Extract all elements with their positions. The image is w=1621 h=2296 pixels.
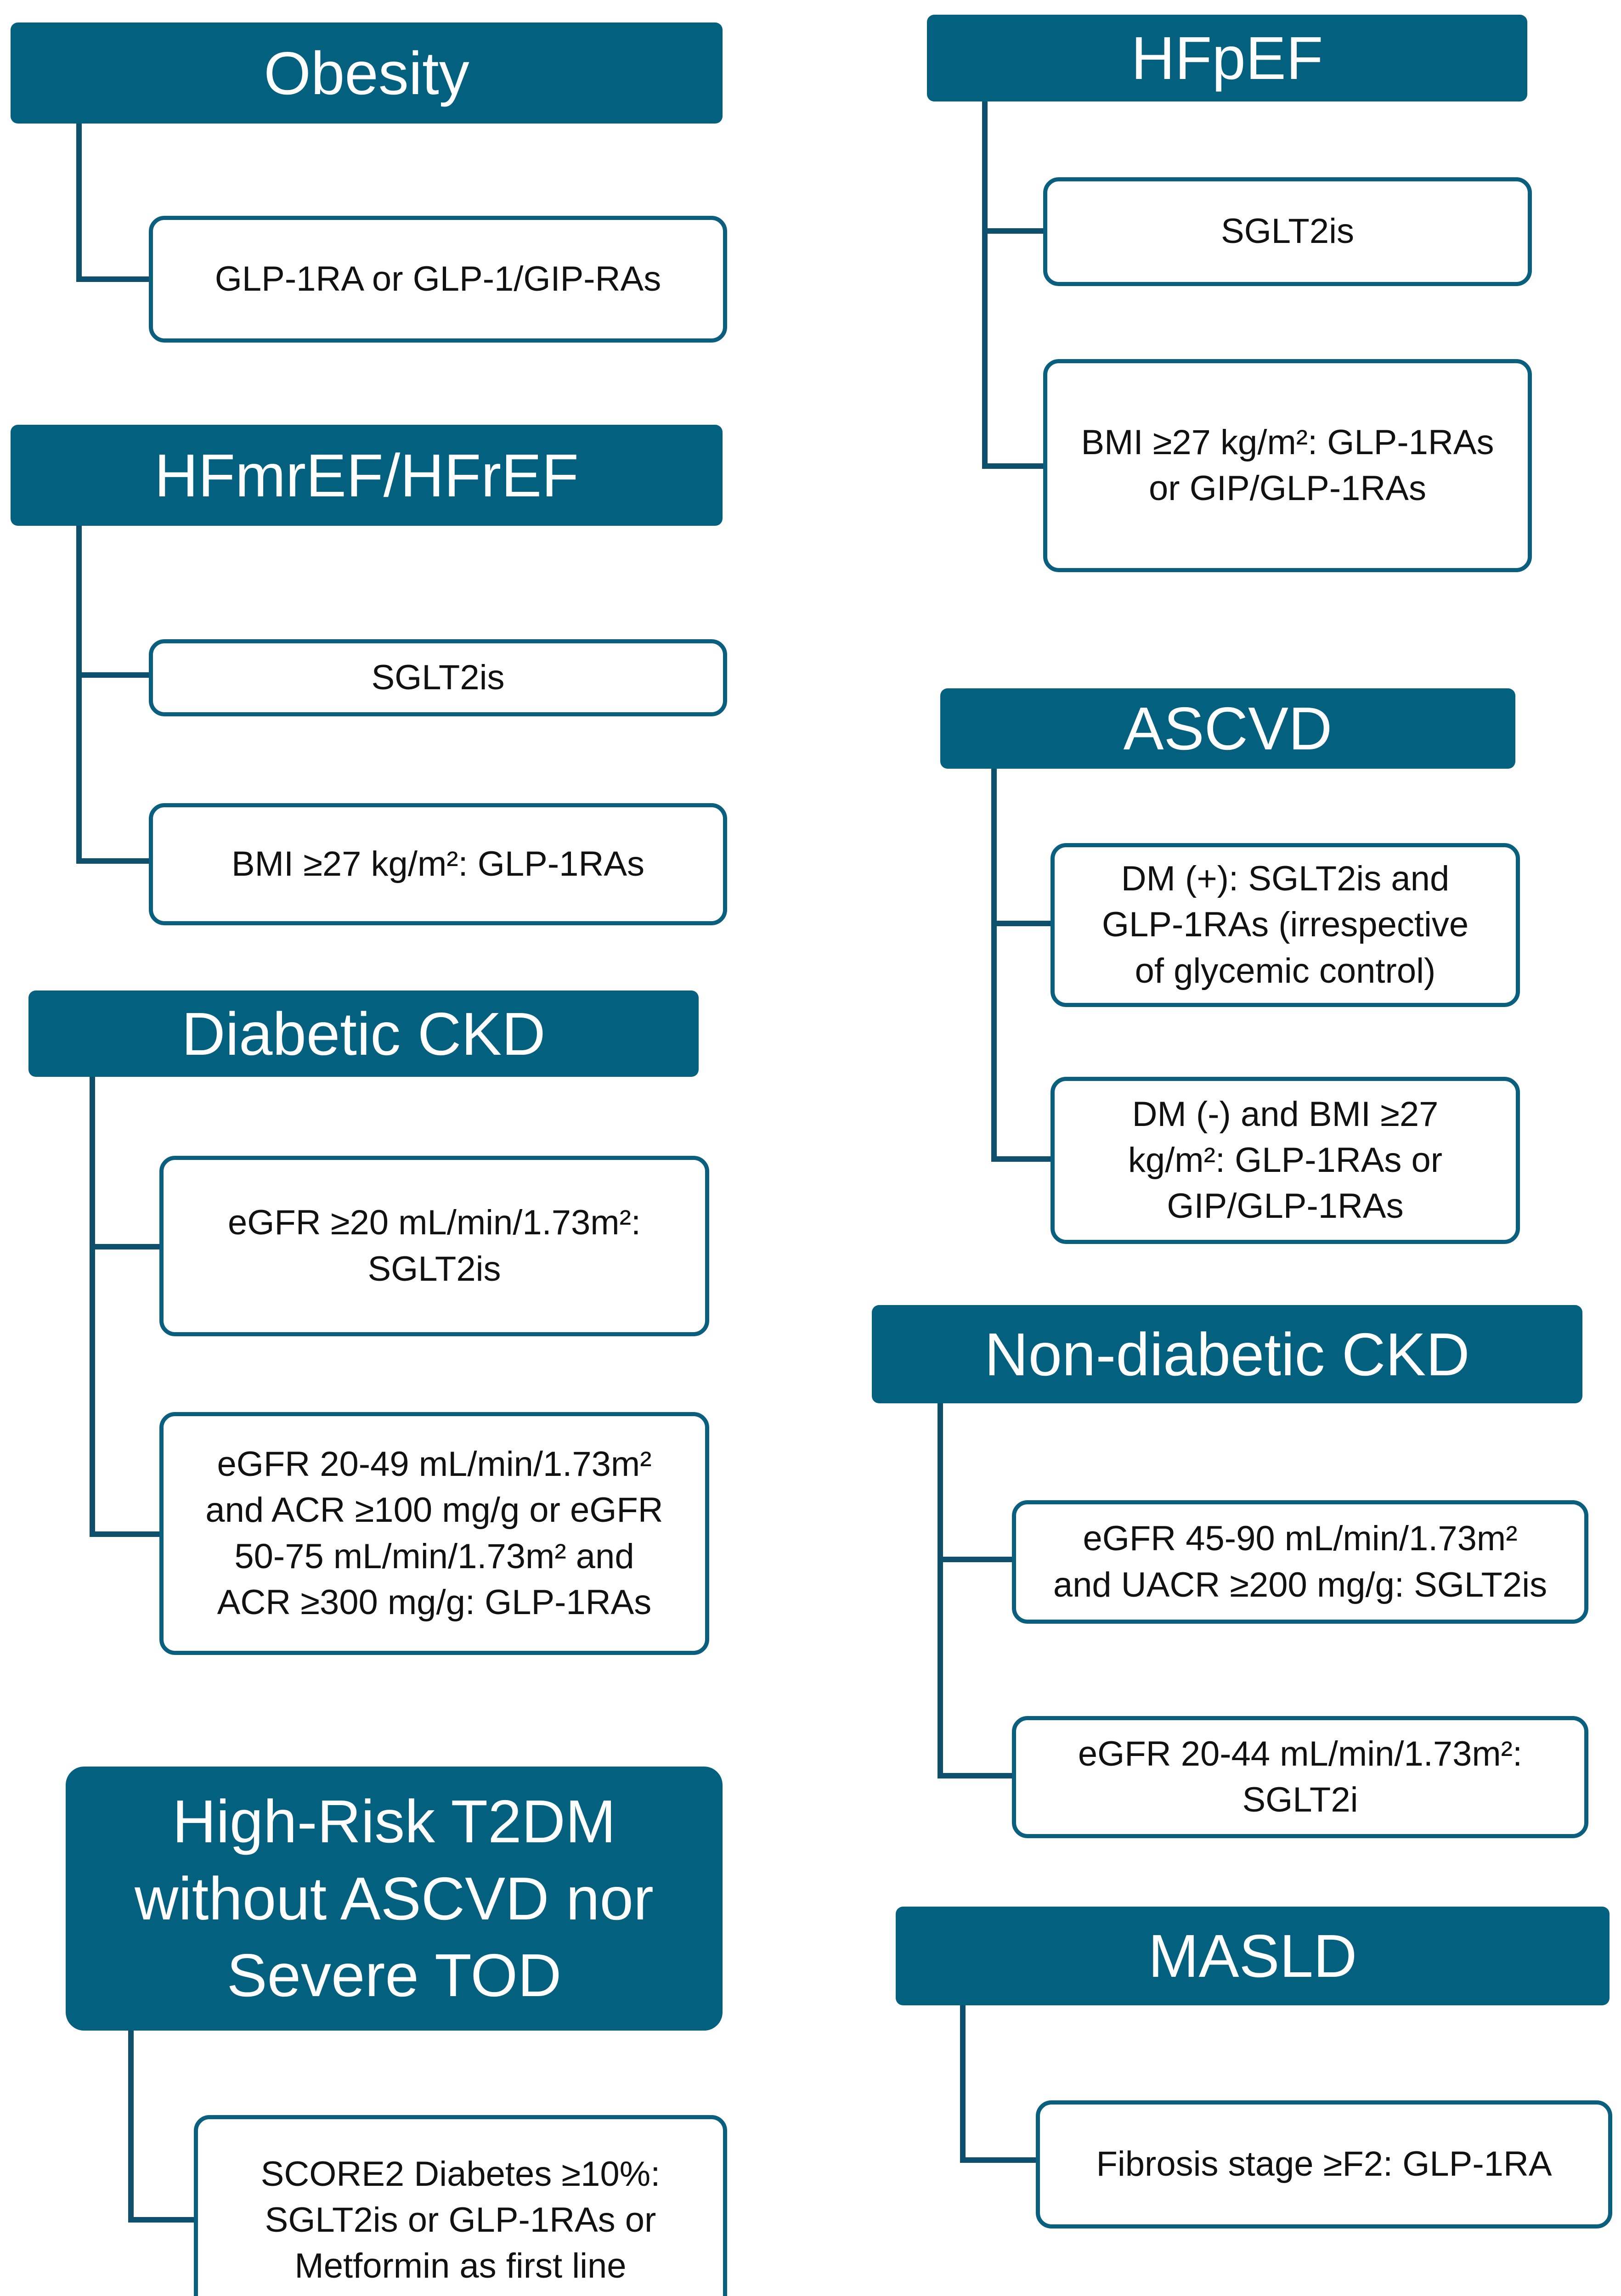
connector-line xyxy=(128,2031,134,2223)
connector-tie xyxy=(938,1557,1013,1562)
recommendation-box: eGFR 20-49 mL/min/1.73m² and ACR ≥100 mg… xyxy=(159,1412,709,1655)
connector-tie xyxy=(960,2157,1037,2163)
recommendation-box: eGFR 20-44 mL/min/1.73m²: SGLT2i xyxy=(1012,1716,1588,1838)
connector-line xyxy=(76,124,82,282)
group-header-high-risk-t2dm: High-Risk T2DM without ASCVD nor Severe … xyxy=(66,1767,723,2031)
recommendation-box: BMI ≥27 kg/m²: GLP-1RAs or GIP/GLP-1RAs xyxy=(1043,359,1532,572)
recommendation-box: GLP-1RA or GLP-1/GIP-RAs xyxy=(149,216,727,343)
connector-tie xyxy=(76,858,150,864)
recommendation-box: DM (-) and BMI ≥27 kg/m²: GLP-1RAs or GI… xyxy=(1051,1077,1520,1244)
connector-line xyxy=(90,1077,95,1537)
recommendation-box: DM (+): SGLT2is and GLP-1RAs (irrespecti… xyxy=(1051,843,1520,1007)
connector-line xyxy=(938,1403,943,1778)
connector-tie xyxy=(982,463,1045,469)
connector-tie xyxy=(128,2217,195,2223)
recommendation-box: eGFR 45-90 mL/min/1.73m² and UACR ≥200 m… xyxy=(1012,1500,1588,1624)
group-header-non-diabetic-ckd: Non-diabetic CKD xyxy=(872,1305,1582,1403)
connector-tie xyxy=(982,228,1045,234)
recommendation-box: Fibrosis stage ≥F2: GLP-1RA xyxy=(1036,2100,1612,2228)
group-header-hfmref-hfref: HFmrEF/HFrEF xyxy=(11,425,723,526)
recommendation-box: SGLT2is xyxy=(149,639,727,716)
connector-line xyxy=(982,101,988,469)
group-header-ascvd: ASCVD xyxy=(940,688,1515,769)
connector-tie xyxy=(991,1156,1052,1162)
group-header-masld: MASLD xyxy=(896,1907,1610,2005)
connector-tie xyxy=(991,921,1052,926)
connector-tie xyxy=(938,1773,1013,1778)
connector-line xyxy=(960,2005,966,2163)
recommendation-box: SGLT2is xyxy=(1043,177,1532,286)
group-header-diabetic-ckd: Diabetic CKD xyxy=(28,990,699,1077)
connector-line xyxy=(991,769,997,1162)
recommendation-box: eGFR ≥20 mL/min/1.73m²: SGLT2is xyxy=(159,1156,709,1336)
group-header-hfpef: HFpEF xyxy=(927,15,1527,101)
connector-tie xyxy=(76,672,150,678)
connector-tie xyxy=(90,1244,161,1249)
group-header-obesity: Obesity xyxy=(11,23,723,124)
connector-tie xyxy=(76,276,150,282)
recommendation-box: SCORE2 Diabetes ≥10%: SGLT2is or GLP-1RA… xyxy=(194,2115,727,2296)
connector-line xyxy=(76,526,82,864)
recommendation-box: BMI ≥27 kg/m²: GLP-1RAs xyxy=(149,803,727,925)
connector-tie xyxy=(90,1531,161,1537)
